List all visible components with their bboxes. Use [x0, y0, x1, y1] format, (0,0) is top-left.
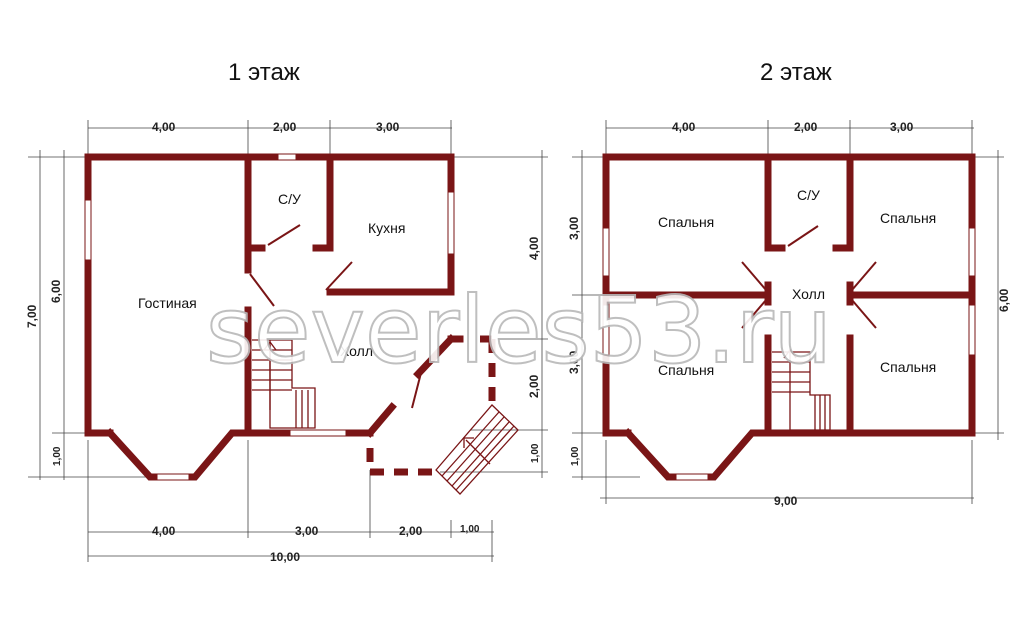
- floor-2-label-bedroom-bottom-left: Спальня: [658, 362, 714, 378]
- floor-1-dim-left-bay: 1,00: [52, 446, 63, 466]
- floor-2-windows: [602, 227, 976, 481]
- watermark: severles53.ru: [206, 277, 832, 384]
- floor-1-stairs: [252, 339, 316, 429]
- floor-1-top-dimensions: 4,00 2,00 3,00: [87, 120, 452, 160]
- floor-2-walls: [602, 153, 976, 481]
- floor-2-dim-bottom-total: 9,00: [774, 494, 798, 508]
- floor-1-dim-right-lower: 1,00: [530, 443, 541, 463]
- floor-1-dim-top-a: 4,00: [152, 120, 176, 134]
- floor-2-label-bedroom-top-left: Спальня: [658, 214, 714, 230]
- floor-2-dim-top-b: 2,00: [794, 120, 818, 134]
- floor-2-dim-left-lower: 3,00: [567, 350, 581, 374]
- floor-1-dim-bottom-c: 2,00: [399, 524, 423, 538]
- floor-1-porch-stairs: [435, 404, 519, 495]
- floor-2-label-bedroom-bottom-right: Спальня: [880, 359, 936, 375]
- floor-2-dim-top-c: 3,00: [890, 120, 914, 134]
- floor-1-dim-bottom-d: 1,00: [460, 524, 480, 535]
- floor-2-title: 2 этаж: [760, 59, 832, 86]
- floor-2-dim-top-a: 4,00: [672, 120, 696, 134]
- floor-1-dim-bottom-b: 3,00: [295, 524, 319, 538]
- floor-1-title: 1 этаж: [228, 59, 300, 86]
- floor-2-doors: [741, 225, 877, 329]
- floor-2-top-dimensions: 4,00 2,00 3,00: [605, 120, 974, 160]
- floor-1-bottom-dimensions: 4,00 3,00 2,00 1,00 10,00: [87, 440, 494, 564]
- floor-1-left-dimensions: 7,00 6,00 1,00: [25, 150, 150, 480]
- floor-1-label-toilet: С/У: [278, 191, 301, 207]
- floor-1-label-kitchen: Кухня: [368, 220, 405, 236]
- floor-2-left-dimensions: 3,00 3,00 1,00: [567, 150, 640, 480]
- floor-1-label-living: Гостиная: [138, 295, 197, 311]
- floor-2-label-hall: Холл: [792, 286, 825, 302]
- floor-1-windows: [84, 153, 455, 481]
- floor-2-dim-left-upper: 3,00: [567, 216, 581, 240]
- floor-1-dim-left-main: 6,00: [49, 279, 63, 303]
- floor-1-dim-top-b: 2,00: [273, 120, 297, 134]
- floor-1-dim-right-upper: 4,00: [527, 236, 541, 260]
- floor-2-stairs: [772, 348, 831, 431]
- floor-1-dim-bottom-a: 4,00: [152, 524, 176, 538]
- floor-2-label-toilet: С/У: [797, 187, 820, 203]
- floor-2-label-bedroom-top-right: Спальня: [880, 210, 936, 226]
- floor-1-label-hall: Холл: [340, 343, 373, 359]
- floor-1-doors: [249, 224, 423, 409]
- floor-1-dim-left-total: 7,00: [25, 304, 39, 328]
- floor-2-plan: 2 этаж 4,00 2,00 3,00 3,00 3,00 1,00: [567, 59, 1011, 508]
- floor-2-bottom-dimensions: 9,00: [600, 440, 974, 508]
- floor-2-right-dimensions: 6,00: [970, 150, 1011, 440]
- floor-1-plan: 1 этаж 4,00 2,00 3,00 7,00 6,00 1,00: [25, 59, 548, 564]
- floor-1-dim-right-middle: 2,00: [527, 374, 541, 398]
- floor-2-dim-left-bay: 1,00: [570, 446, 581, 466]
- floor-2-dim-right-total: 6,00: [997, 288, 1011, 312]
- floor-1-right-dimensions: 4,00 2,00 1,00: [440, 150, 548, 478]
- floor-1-dim-bottom-total: 10,00: [270, 550, 300, 564]
- floor-1-dim-top-c: 3,00: [376, 120, 400, 134]
